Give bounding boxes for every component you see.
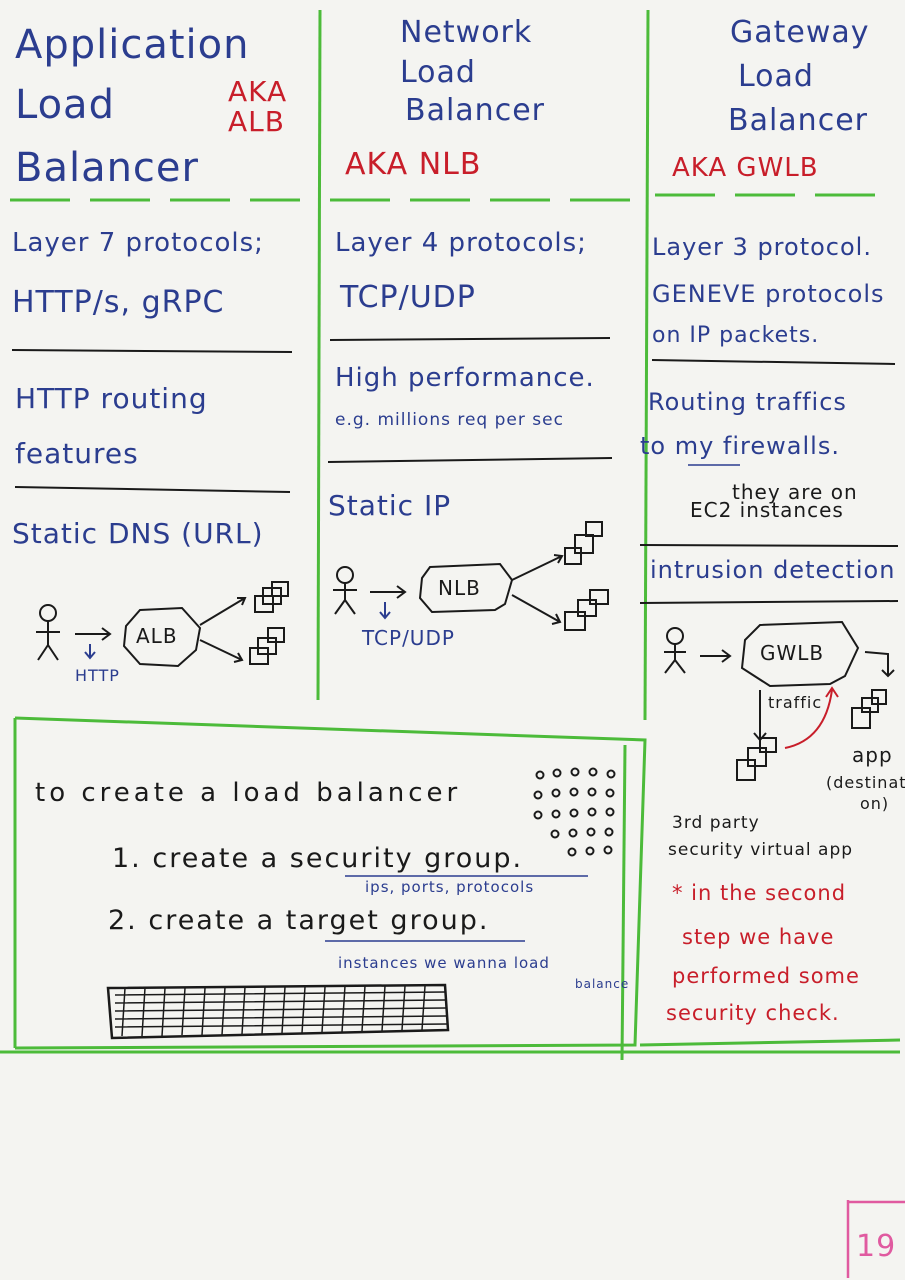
nlb-protocols-line-1: Layer 4 protocols; xyxy=(335,228,587,258)
gwlb-title-line-1: Gateway xyxy=(730,15,870,50)
gwlb-feature-line-2: to my firewalls. xyxy=(640,432,840,460)
nlb-node-label: NLB xyxy=(438,576,481,600)
black-dividers xyxy=(11,337,899,604)
gwlb-note-line-4: security check. xyxy=(666,1001,840,1025)
nlb-feature-line-2: e.g. millions req per sec xyxy=(335,410,564,430)
nlb-feature-line-1: High performance. xyxy=(335,363,595,393)
gwlb-third-party-line-2: security virtual app xyxy=(668,840,854,860)
nlb-title-line-2: Load xyxy=(400,55,476,90)
step-2-note-line-1: instances we wanna load xyxy=(338,954,550,972)
alb-node-label: ALB xyxy=(136,624,178,648)
alb-feature-line-1: HTTP routing xyxy=(15,382,208,415)
nlb-title-line-3: Balancer xyxy=(405,93,545,128)
page-number: 19 xyxy=(856,1229,897,1264)
dots-pattern xyxy=(533,767,616,857)
step-1-label: 1. create a security group. xyxy=(112,843,524,874)
gwlb-traffic-label: traffic xyxy=(768,693,823,712)
gwlb-protocols-line-3: on IP packets. xyxy=(652,323,820,348)
gwlb-app-line-3: on) xyxy=(860,794,890,813)
alb-aka-abbr: ALB xyxy=(228,105,285,138)
gwlb-note-line-3: performed some xyxy=(672,964,860,988)
gwlb-ec2-line-2: EC2 instances xyxy=(690,498,844,522)
gwlb-app-line-1: app xyxy=(852,743,893,767)
alb-diagram xyxy=(36,581,289,668)
alb-protocols-line-2: HTTP/s, gRPC xyxy=(12,285,225,320)
alb-aka: AKA xyxy=(228,75,288,108)
gwlb-node-label: GWLB xyxy=(760,641,825,665)
alb-title-line-3: Balancer xyxy=(15,145,199,191)
step-2-label: 2. create a target group. xyxy=(108,905,490,936)
alb-protocols-line-1: Layer 7 protocols; xyxy=(12,228,264,258)
nlb-protocols-line-2: TCP/UDP xyxy=(340,280,476,315)
step-2-note-line-2: balance xyxy=(575,977,630,991)
green-dividers xyxy=(0,9,901,1061)
alb-title-line-2: Load xyxy=(15,82,115,128)
nlb-diagram xyxy=(333,521,609,631)
nlb-static: Static IP xyxy=(328,489,452,522)
gwlb-feature-line-1: Routing traffics xyxy=(648,388,847,416)
gwlb-title-line-3: Balancer xyxy=(728,103,868,138)
nlb-edge-label: TCP/UDP xyxy=(362,626,455,650)
alb-static: Static DNS (URL) xyxy=(12,517,264,550)
gwlb-aka: AKA GWLB xyxy=(672,153,819,183)
page-number-box xyxy=(846,1200,905,1278)
scribbled-out-text xyxy=(106,983,450,1040)
gwlb-app-line-2: (destinati xyxy=(826,773,905,792)
nlb-aka: AKA NLB xyxy=(345,147,482,182)
gwlb-ec2-line-1: they are on xyxy=(732,480,858,504)
gwlb-note-line-1: * in the second xyxy=(672,881,847,905)
gwlb-diagram xyxy=(664,620,895,781)
steps-heading: to create a load balancer xyxy=(35,778,462,808)
alb-title-line-1: Application xyxy=(15,22,250,68)
gwlb-intrusion: intrusion detection xyxy=(650,556,896,584)
gwlb-note-line-2: step we have xyxy=(682,925,835,949)
step-1-note: ips, ports, protocols xyxy=(365,878,535,896)
alb-edge-label: HTTP xyxy=(75,666,120,685)
gwlb-protocols-line-2: GENEVE protocols xyxy=(652,280,885,308)
nlb-title-line-1: Network xyxy=(400,15,533,50)
gwlb-protocols-line-1: Layer 3 protocol. xyxy=(652,233,872,261)
gwlb-third-party-line-1: 3rd party xyxy=(672,813,760,833)
gwlb-title-line-2: Load xyxy=(738,59,814,94)
alb-feature-line-2: features xyxy=(15,437,139,470)
underlines xyxy=(325,464,740,942)
